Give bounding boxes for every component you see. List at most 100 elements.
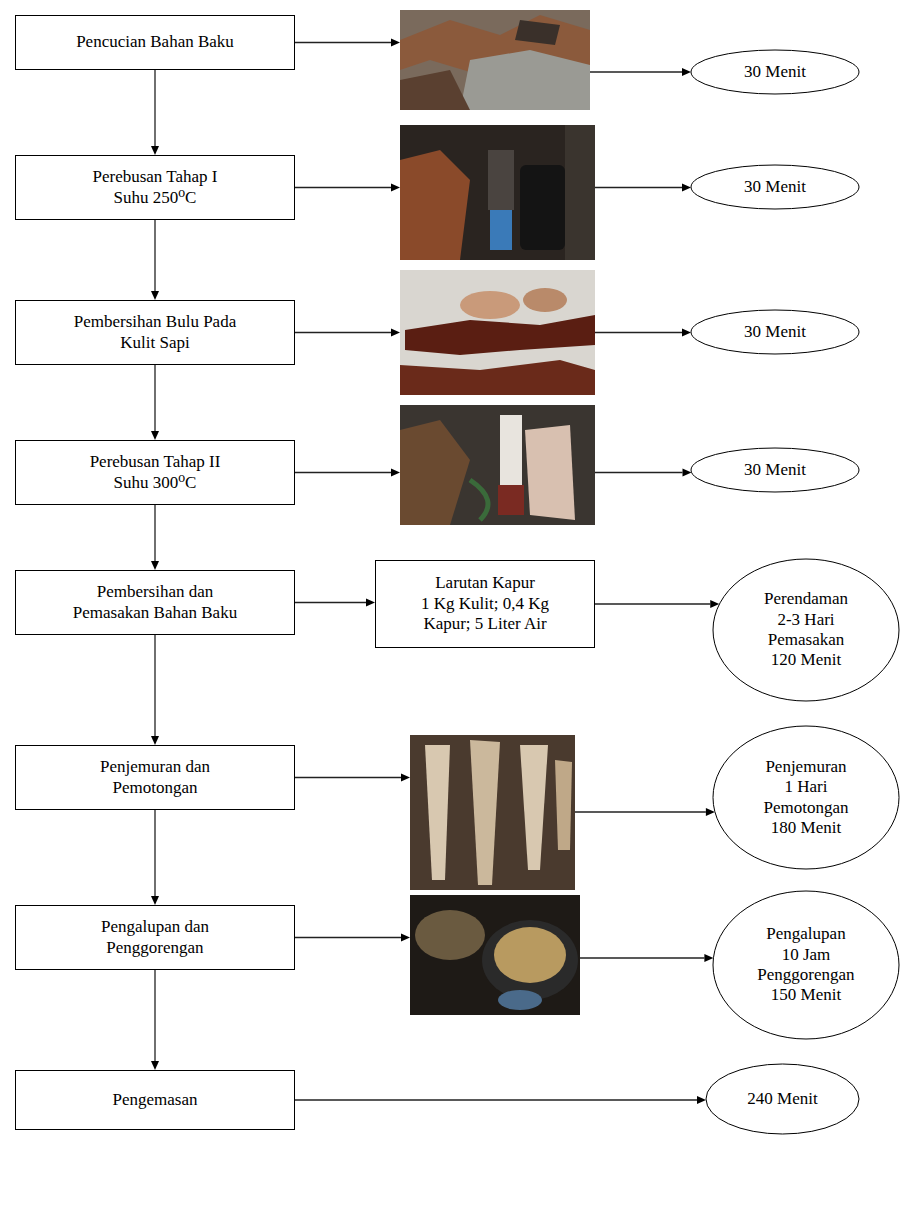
flow-arrow [151, 70, 159, 155]
text-group: Pembersihan dan Pemasakan Bahan Baku [68, 582, 243, 623]
photo-person [490, 210, 512, 250]
photo-hanging-skin [425, 745, 450, 880]
process-box: Pembersihan Bulu Pada Kulit Sapi [15, 300, 295, 365]
flow-arrow [151, 505, 159, 570]
photo-hose [470, 480, 488, 520]
arrow-line [595, 332, 682, 333]
photo-wok [415, 910, 485, 960]
photo-hide [525, 425, 575, 520]
duration-ellipse: Pengalupan 10 Jam Penggorengan 150 Menit [712, 890, 900, 1040]
arrow-head [151, 736, 159, 745]
photo-ground [410, 735, 575, 890]
arrow-line [154, 365, 155, 431]
flow-arrow [295, 329, 691, 337]
flow-arrow [295, 39, 691, 77]
duration-ellipse: Penjemuran 1 Hari Pemotongan 180 Menit [712, 725, 900, 870]
arrow-head [151, 431, 159, 440]
ellipse-shape [713, 559, 899, 701]
arrow-line [295, 602, 366, 603]
arrow-head [682, 329, 691, 337]
box-label: Pengemasan [113, 1090, 198, 1110]
arrow-line [295, 187, 391, 188]
ellipse-shape [713, 891, 899, 1039]
text-group: Pengalupan dan Penggorengan [68, 917, 243, 958]
text-group: 240 Menit [747, 1089, 817, 1109]
process-box: Penjemuran dan Pemotongan [15, 745, 295, 810]
photo-ground [400, 270, 595, 395]
text-group: 30 Menit [744, 62, 806, 82]
photo-person [500, 415, 522, 485]
text-group: Larutan Kapur1 Kg Kulit; 0,4 Kg Kapur; 5… [412, 573, 558, 634]
process-box: Pencucian Bahan Baku [15, 15, 295, 70]
photo-firewood [400, 150, 470, 260]
arrow-head [682, 68, 691, 76]
box-label: Pencucian Bahan Baku [76, 32, 234, 52]
arrow-head [151, 896, 159, 905]
flow-arrow [295, 184, 691, 192]
duration-text: Pengalupan 10 Jam Penggorengan 150 Menit [757, 924, 856, 1006]
photo [410, 895, 580, 1015]
arrow-head [697, 1096, 706, 1104]
duration-ellipse: 30 Menit [690, 447, 860, 493]
photo-wok [482, 920, 578, 1000]
text-group: Perebusan Tahap II Suhu 300⁰C [85, 452, 225, 493]
photo-hide [400, 70, 470, 110]
photo-hide [460, 50, 590, 110]
arrow-head [391, 469, 400, 477]
arrow-head [151, 146, 159, 155]
duration-text: 30 Menit [744, 177, 806, 197]
flow-arrow [151, 220, 159, 300]
arrow-head [682, 184, 691, 192]
duration-text: 240 Menit [747, 1089, 817, 1109]
arrow-head [151, 291, 159, 300]
photo [400, 270, 595, 395]
arrow-head [151, 561, 159, 570]
arrow-head [706, 808, 715, 816]
text-group: Penjemuran dan Pemotongan [68, 757, 243, 798]
solution-box: Larutan Kapur1 Kg Kulit; 0,4 Kg Kapur; 5… [375, 560, 595, 648]
photo-wall [565, 125, 595, 260]
box-label: Perebusan Tahap I Suhu 250⁰C [85, 167, 225, 208]
process-box: Pengemasan [15, 1070, 295, 1130]
photo-person [498, 485, 524, 515]
arrow-line [295, 472, 391, 473]
photo-ground [400, 10, 590, 110]
ellipse-shape [691, 165, 859, 209]
flow-arrow [295, 469, 691, 477]
arrow-line [295, 777, 401, 778]
duration-text: 30 Menit [744, 322, 806, 342]
photo-hanging-skin [555, 760, 572, 850]
arrow-line [595, 472, 682, 473]
arrow-head [151, 1061, 159, 1070]
duration-text: Penjemuran 1 Hari Pemotongan 180 Menit [761, 757, 851, 839]
text-group: Pembersihan Bulu Pada Kulit Sapi [68, 312, 243, 353]
ellipse-shape [691, 50, 859, 94]
text-group: 30 Menit [744, 460, 806, 480]
photo-shadow [515, 20, 560, 45]
flow-arrow [151, 365, 159, 440]
photo-hanging-skin [520, 745, 548, 870]
photo-ground [410, 895, 580, 1015]
photo-hands [460, 291, 520, 319]
box-label: 1 Kg Kulit; 0,4 Kg Kapur; 5 Liter Air [412, 594, 558, 635]
ellipse-shape [713, 726, 899, 869]
arrow-line [575, 811, 706, 812]
photo-hide [400, 360, 595, 395]
box-label: Pengalupan dan Penggorengan [68, 917, 243, 958]
arrow-line [295, 332, 391, 333]
process-box: Perebusan Tahap I Suhu 250⁰C [15, 155, 295, 220]
text-group: Perebusan Tahap I Suhu 250⁰C [85, 167, 225, 208]
arrow-head [682, 469, 691, 477]
arrow-head [366, 599, 375, 607]
duration-text: 30 Menit [744, 460, 806, 480]
text-group: Perendaman 2-3 Hari Pemasakan 120 Menit [757, 589, 856, 671]
photo-hands [523, 288, 567, 312]
text-group: Pengemasan [113, 1090, 198, 1110]
arrow-line [154, 505, 155, 561]
arrow-line [295, 42, 391, 43]
duration-ellipse: 30 Menit [690, 49, 860, 95]
duration-ellipse: Perendaman 2-3 Hari Pemasakan 120 Menit [712, 558, 900, 702]
arrow-line [590, 71, 682, 72]
flow-arrow [151, 810, 159, 905]
